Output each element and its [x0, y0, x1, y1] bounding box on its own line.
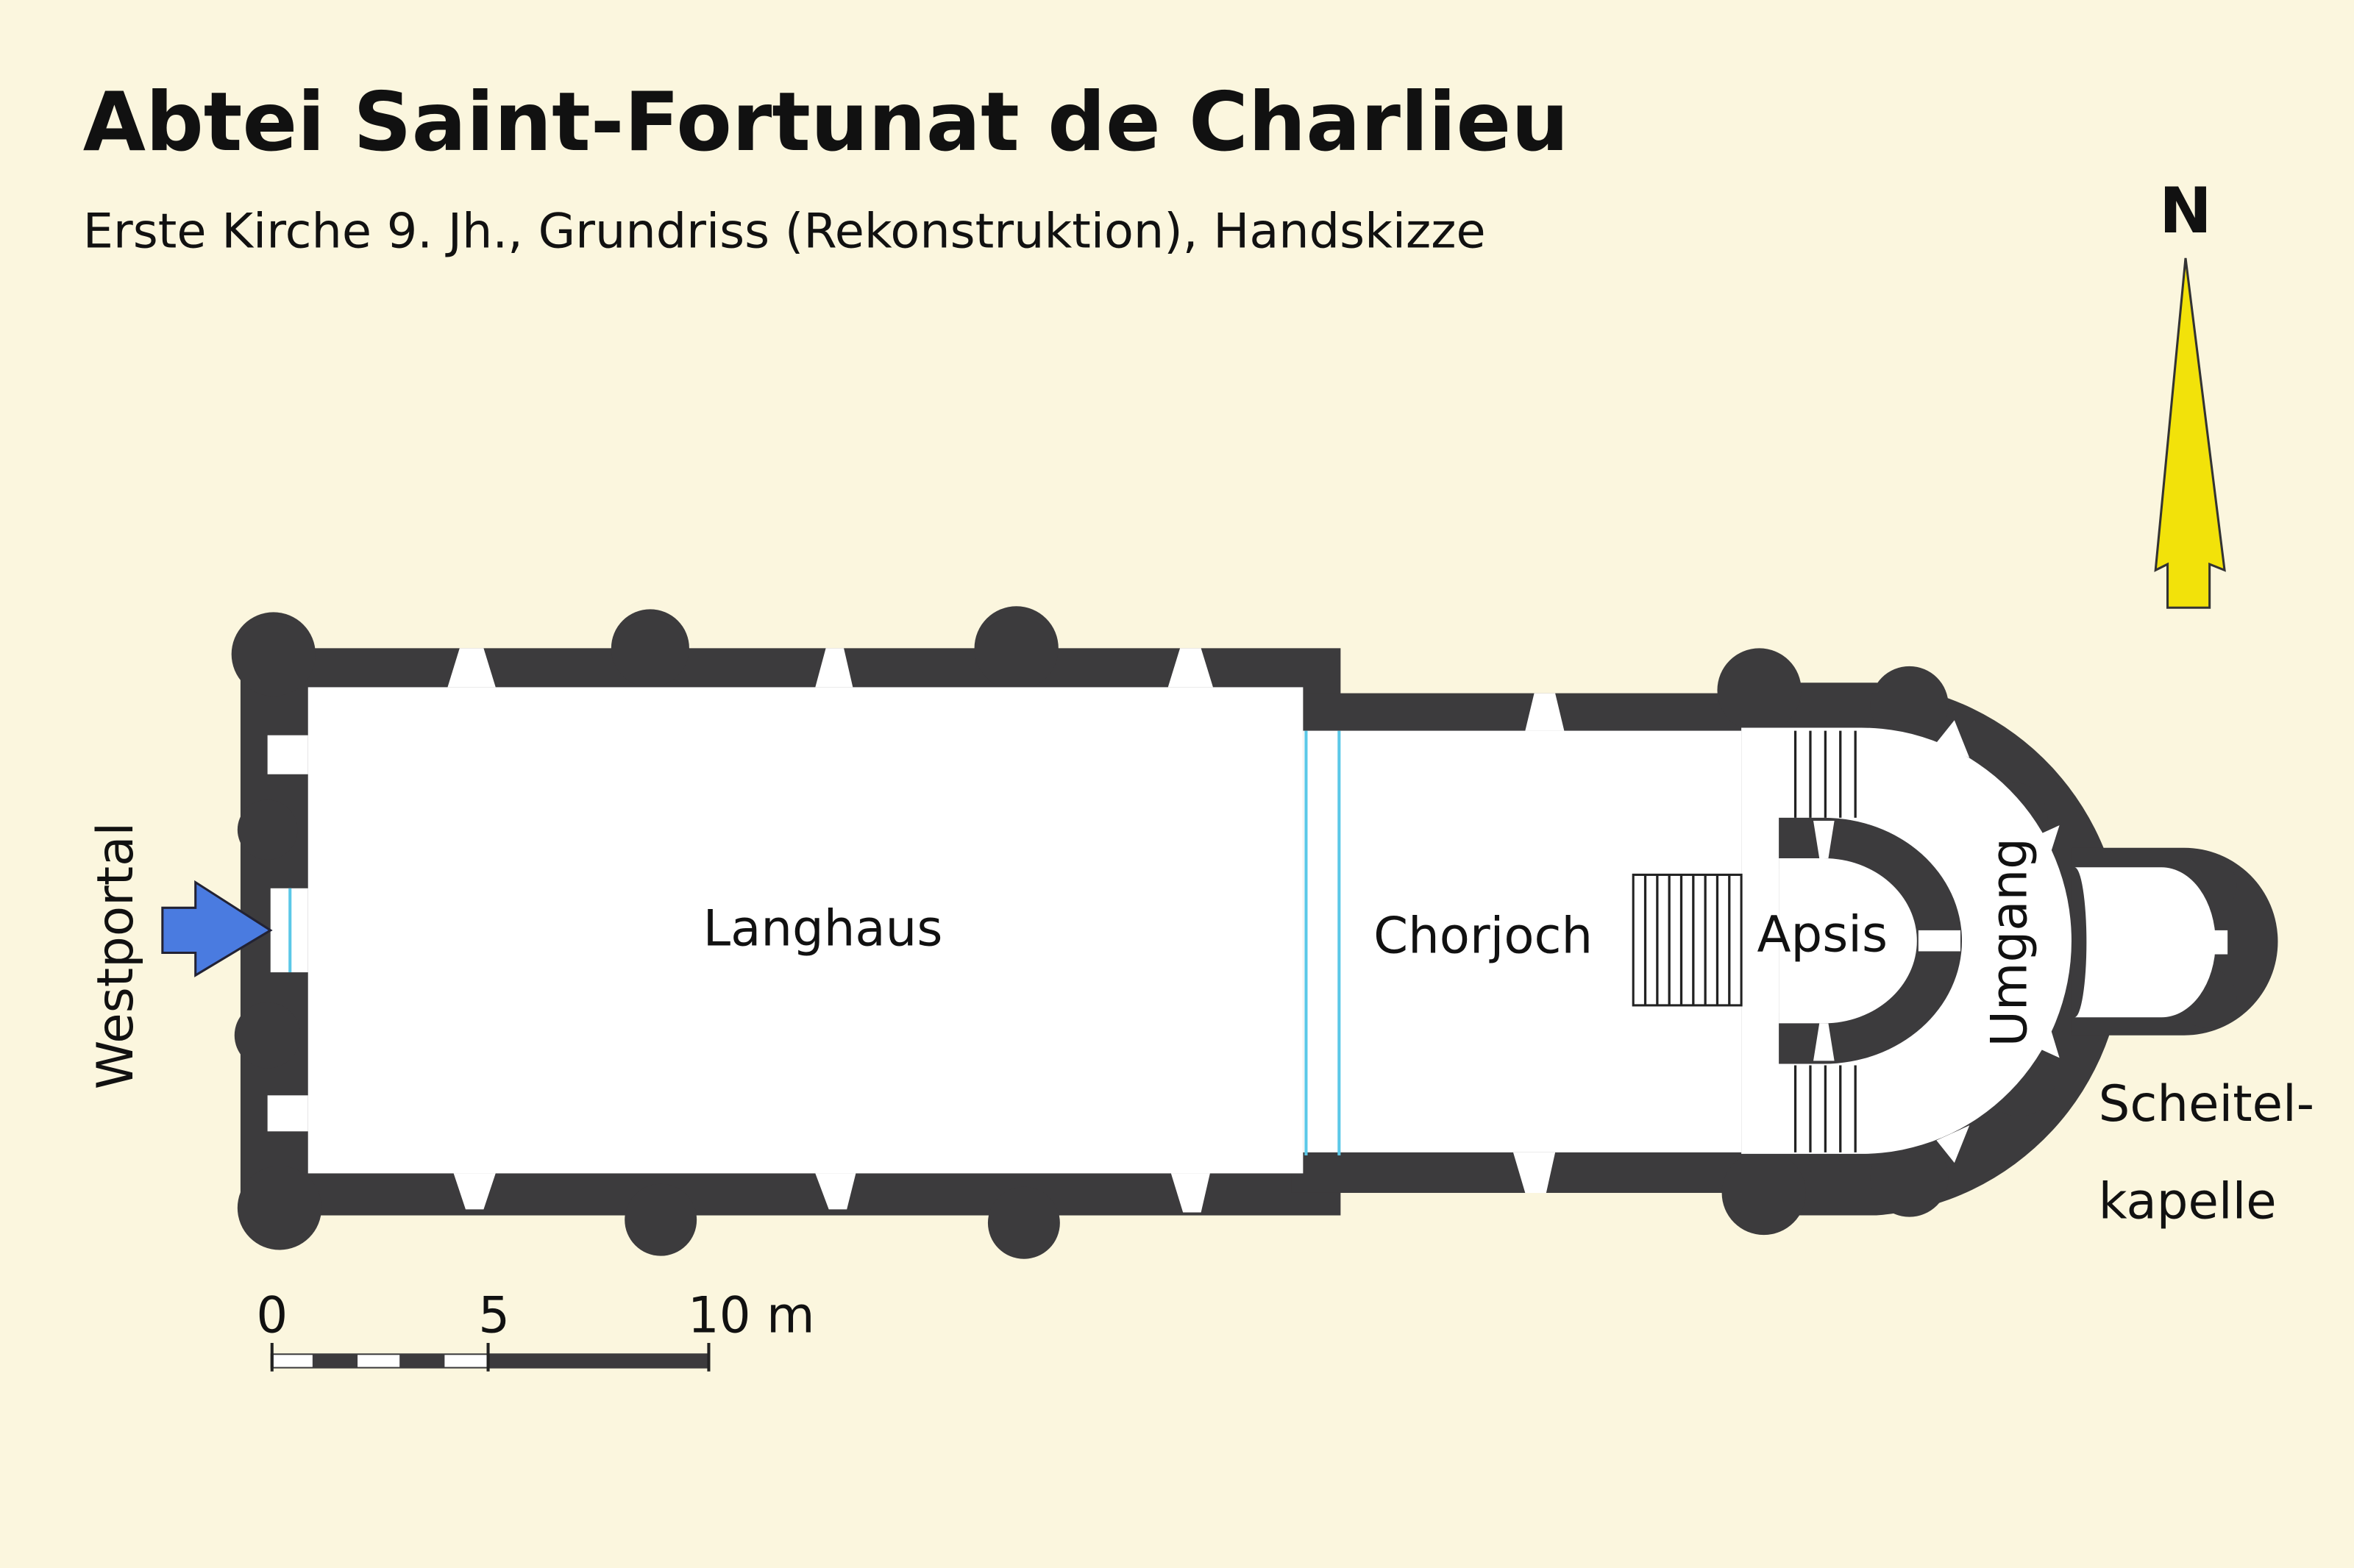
label-langhaus: Langhaus	[703, 899, 943, 957]
label-umgang: Umgang	[1981, 838, 2038, 1047]
steps	[1304, 730, 1857, 1155]
north-arrow: N	[2154, 174, 2226, 609]
apsis-room	[1779, 858, 1917, 1024]
langhaus-room	[307, 687, 1304, 1174]
entrance-arrow-icon	[161, 880, 273, 977]
scale-tick-0: 0	[256, 1287, 288, 1344]
label-westportal: Westportal	[87, 822, 144, 1089]
label-scheitelkapelle-1: Scheitel-	[2099, 1075, 2314, 1133]
label-chorjoch: Chorjoch	[1373, 908, 1593, 965]
scheitelkapelle-room	[2074, 867, 2216, 1018]
north-label: N	[2159, 174, 2212, 248]
scale-tick-10: 10 m	[688, 1287, 815, 1344]
label-apsis: Apsis	[1757, 905, 1888, 963]
north-arrow-icon	[2154, 257, 2226, 609]
page-subtitle: Erste Kirche 9. Jh., Grundriss (Rekonstr…	[83, 204, 1486, 260]
windows	[267, 648, 2228, 1213]
label-scheitelkapelle-2: kapelle	[2099, 1173, 2277, 1230]
scale-bar: 0 5 10 m	[256, 1287, 815, 1372]
scale-tick-5: 5	[478, 1287, 510, 1344]
page-title: Abtei Saint-Fortunat de Charlieu	[83, 75, 1569, 169]
